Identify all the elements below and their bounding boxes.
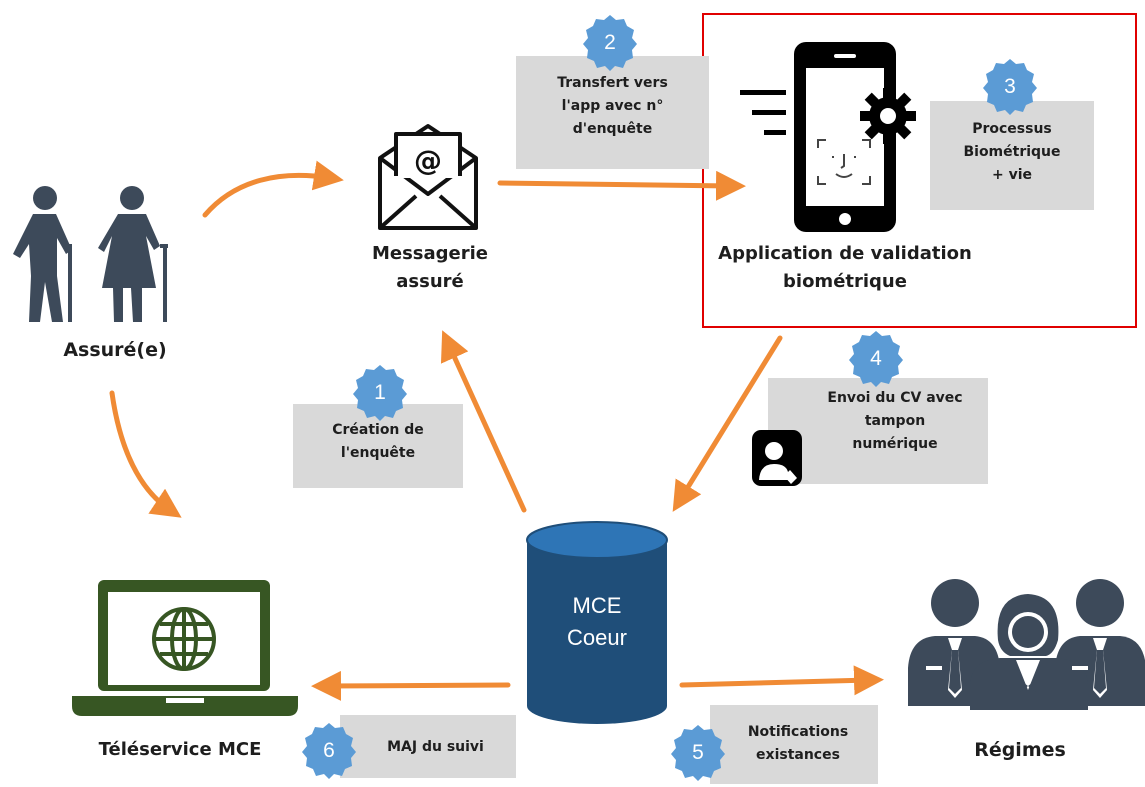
arrow-core-to-messagerie: [440, 330, 527, 513]
step-number-3: 3: [1004, 75, 1016, 98]
assure-label: Assuré(e): [63, 339, 167, 361]
teleservice-label: Téléservice MCE: [98, 739, 262, 760]
step-box-5: [710, 705, 878, 784]
step-text-1: Création de l'enquête: [293, 419, 463, 465]
step-number-6: 6: [323, 739, 335, 762]
arrow-app-to-core: [672, 335, 783, 512]
step-number-4: 4: [870, 347, 882, 370]
smartphone-face-id-icon: [740, 42, 916, 232]
step-text-6: MAJ du suivi: [355, 736, 516, 759]
step-text-5: Notifications existances: [718, 721, 878, 767]
laptop-globe-icon: [72, 580, 298, 716]
step-badges: [302, 15, 1037, 781]
app-highlight-frame: [702, 13, 1137, 328]
step-3-line-1: Processus: [972, 121, 1052, 137]
step-text-2: Transfert vers l'app avec n° d'enquête: [516, 72, 709, 141]
step-badge-1: 1: [354, 367, 406, 419]
step-badge-6: 6: [303, 725, 355, 777]
step-number-1: 1: [374, 381, 386, 404]
arrow-assure-to-teleservice: [109, 390, 182, 518]
step-3-line-2: Biométrique: [963, 144, 1061, 160]
mce-core-line-2: Coeur: [567, 625, 627, 650]
badge-shape-3: [983, 59, 1037, 115]
step-number-5: 5: [692, 741, 704, 764]
application-line-2: biométrique: [783, 271, 907, 292]
step-4-line-2: tampon: [864, 413, 926, 429]
step-badge-4: 4: [850, 333, 902, 385]
badge-shape-2: [583, 15, 637, 71]
step-1-line-1: Création de: [332, 422, 424, 438]
badge-shape-6: [302, 723, 356, 779]
step-number-2: 2: [604, 31, 616, 54]
messagerie-line-2: assuré: [396, 271, 464, 292]
elderly-couple-icon: [13, 186, 168, 322]
mce-core-label: MCE Coeur: [527, 590, 667, 654]
step-badge-2: 2: [584, 17, 636, 69]
mce-core-database: [526, 521, 668, 724]
application-line-1: Application de validation: [718, 243, 972, 264]
arrow-core-to-regimes: [679, 665, 884, 696]
flow-arrows: [109, 160, 884, 701]
step-5-line-2: existances: [756, 747, 840, 763]
badge-shape-4: [849, 331, 903, 387]
step-4-line-3: numérique: [852, 436, 938, 452]
arrow-core-to-teleservice: [311, 670, 511, 701]
step-2-line-2: l'app avec n°: [561, 98, 664, 114]
step-6-line-1: MAJ du suivi: [387, 739, 484, 755]
step-2-line-1: Transfert vers: [557, 75, 668, 91]
step-5-line-1: Notifications: [747, 724, 849, 740]
arrow-messagerie-to-app: [497, 170, 746, 201]
step-box-3: [930, 101, 1094, 210]
step-text-4: Envoi du CV avec tampon numérique: [800, 387, 990, 456]
arrow-assure-to-messagerie: [202, 160, 344, 218]
step-badge-5: 5: [672, 727, 724, 779]
regimes-label: Régimes: [974, 739, 1066, 761]
application-label: Application de validation biométrique: [700, 240, 990, 296]
step-box-4: [768, 378, 988, 484]
step-box-2: [516, 56, 709, 169]
badge-shape-1: [353, 365, 407, 421]
step-box-6: [340, 715, 516, 778]
user-stamp-icon: [752, 430, 802, 486]
step-text-3: Processus Biométrique + vie: [930, 118, 1094, 187]
badge-shape-5: [671, 725, 725, 781]
email-envelope-icon: @: [378, 124, 478, 230]
business-people-icon: [908, 579, 1145, 710]
mce-core-line-1: MCE: [572, 593, 622, 618]
svg-text:@: @: [414, 144, 442, 177]
step-badge-3: 3: [984, 61, 1036, 113]
step-2-line-3: d'enquête: [572, 121, 653, 137]
messagerie-line-1: Messagerie: [371, 243, 489, 264]
messagerie-label: Messagerie assuré: [335, 240, 525, 296]
step-3-line-3: + vie: [991, 167, 1033, 183]
step-4-line-1: Envoi du CV avec: [827, 390, 963, 406]
step-1-line-2: l'enquête: [340, 445, 416, 461]
